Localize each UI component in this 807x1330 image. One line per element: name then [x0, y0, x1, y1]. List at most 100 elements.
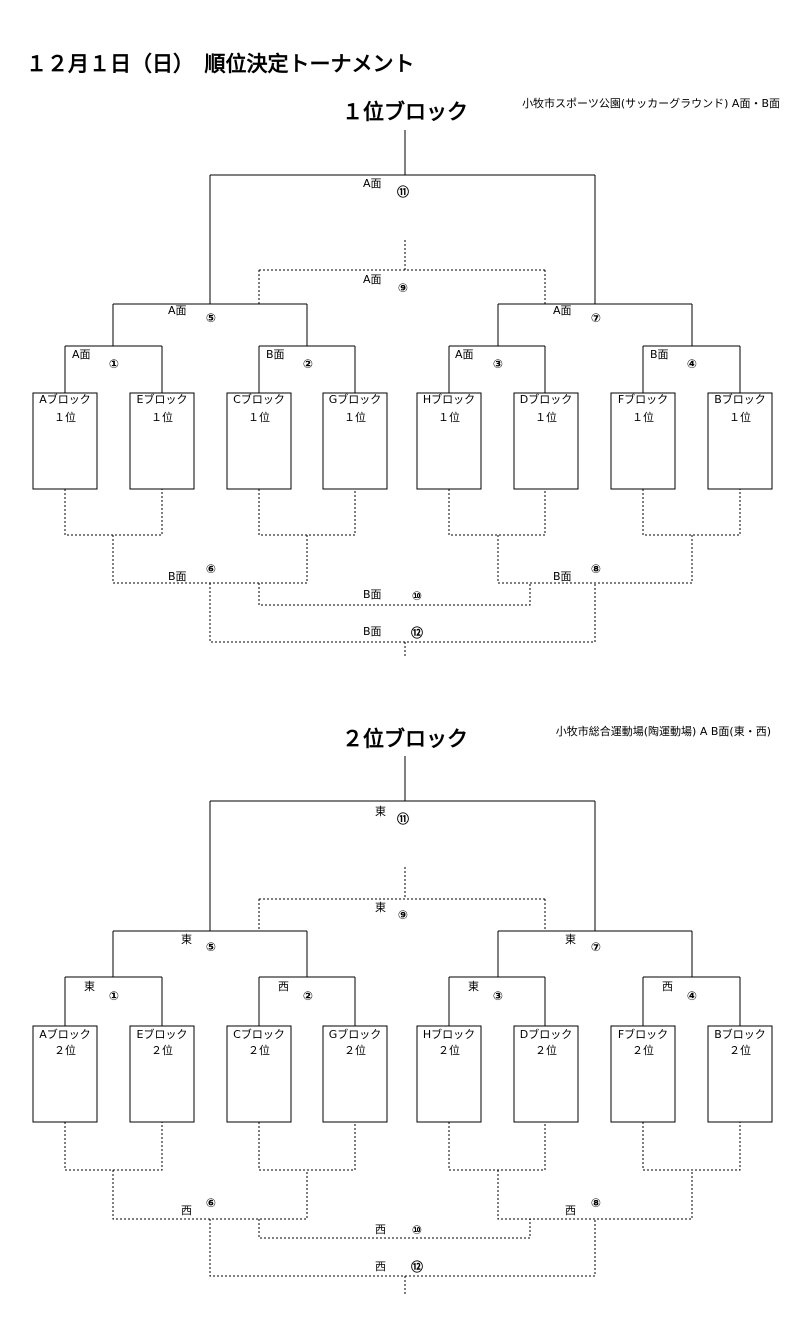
team-box — [513, 1025, 579, 1123]
team-box — [610, 392, 676, 490]
team-rank: ２位 — [438, 1043, 460, 1057]
team-block: Gブロック — [329, 392, 382, 406]
team-rank: １位 — [438, 410, 460, 424]
team-block: Aブロック — [39, 1027, 91, 1041]
bracket-diagram: ２位ブロック 小牧市総合運動場(陶運動場) A B面(東・西) Aブロック ２位… — [32, 724, 773, 1294]
team-block: Bブロック — [714, 1027, 766, 1041]
team-box — [416, 392, 482, 490]
team-rank: ２位 — [54, 1043, 76, 1057]
court-label: A面 — [168, 304, 187, 317]
match-number: ⑧ — [591, 562, 601, 576]
team-rank: ２位 — [535, 1043, 557, 1057]
page-title: １２月１日（日） 順位決定トーナメント — [26, 52, 415, 76]
court-label: A面 — [455, 348, 474, 361]
match-number: ② — [303, 357, 313, 371]
team-block: Aブロック — [39, 392, 91, 406]
team-box — [513, 392, 579, 490]
match-number: ⑧ — [591, 1196, 601, 1210]
team-box — [226, 1025, 292, 1123]
court-label: A面 — [72, 348, 91, 361]
team-box — [416, 1025, 482, 1123]
team-rank: ２位 — [151, 1043, 173, 1057]
team-rank: １位 — [54, 410, 76, 424]
match-number: ⑦ — [591, 311, 601, 325]
team-box — [32, 1025, 98, 1123]
match-number: ⑤ — [206, 311, 216, 325]
team-rank: １位 — [729, 410, 751, 424]
match-number: ⑦ — [591, 940, 601, 954]
team-block: Fブロック — [618, 392, 668, 406]
bracket-diagram: １位ブロック 小牧市スポーツ公園(サッカーグラウンド) A面・B面 Aブロック … — [32, 96, 780, 658]
match-number: ⑩ — [412, 1223, 422, 1237]
block-title: １位ブロック — [342, 100, 468, 124]
match-number: ② — [303, 989, 313, 1003]
match-number: ① — [109, 357, 119, 371]
match-number: ⑫ — [411, 625, 423, 640]
team-block: Gブロック — [329, 1027, 382, 1041]
winner-lines — [64, 756, 741, 1026]
team-box — [707, 392, 773, 490]
team-block: Hブロック — [423, 1027, 475, 1041]
court-label: 東 — [375, 805, 386, 818]
team-rank: １位 — [344, 410, 366, 424]
team-boxes — [32, 1025, 773, 1123]
team-rank: １位 — [151, 410, 173, 424]
match-number: ④ — [687, 989, 697, 1003]
team-box — [129, 392, 195, 490]
match-number: ③ — [493, 357, 503, 371]
match-number: ⑩ — [412, 589, 422, 603]
match-number: ⑪ — [397, 184, 409, 199]
court-label: 東 — [565, 933, 576, 946]
team-block: Eブロック — [137, 1027, 188, 1041]
match-number: ④ — [687, 357, 697, 371]
court-label: 西 — [375, 1260, 386, 1273]
team-box — [226, 392, 292, 490]
court-label: B面 — [650, 348, 669, 361]
team-block: Fブロック — [618, 1027, 668, 1041]
team-rank: １位 — [535, 410, 557, 424]
match-number: ⑪ — [397, 811, 409, 826]
team-box — [32, 392, 98, 490]
match-number: ③ — [493, 989, 503, 1003]
court-label: 西 — [662, 980, 673, 993]
court-label: A面 — [553, 304, 572, 317]
team-block: Cブロック — [233, 1027, 285, 1041]
team-block: Dブロック — [520, 392, 572, 406]
match-labels: 東 ① 西 ② 東 ③ 西 ④ 東 ⑤ 東 ⑦ 東 ⑨ 東 ⑪ 西 ⑥ 西 ⑧ … — [84, 805, 697, 1274]
court-label: 西 — [278, 980, 289, 993]
team-box — [610, 1025, 676, 1123]
team-rank: ２位 — [729, 1043, 751, 1057]
match-number: ⑨ — [398, 281, 408, 295]
court-label: 西 — [565, 1204, 576, 1217]
match-labels: A面 ① B面 ② A面 ③ B面 ④ A面 ⑤ A面 ⑦ A面 ⑨ A面 ⑪ … — [72, 177, 697, 640]
bracket-2nd-place: ２位ブロック 小牧市総合運動場(陶運動場) A B面(東・西) Aブロック ２位… — [0, 632, 807, 1330]
court-label: B面 — [168, 570, 187, 583]
match-number: ⑫ — [411, 1259, 423, 1274]
team-boxes — [32, 392, 773, 490]
court-label: A面 — [363, 273, 382, 286]
court-label: 西 — [375, 1223, 386, 1236]
court-label: B面 — [363, 588, 382, 601]
court-label: 東 — [468, 980, 479, 993]
match-number: ⑨ — [398, 908, 408, 922]
venue-label: 小牧市総合運動場(陶運動場) A B面(東・西) — [556, 724, 771, 738]
team-block: Hブロック — [423, 392, 475, 406]
court-label: B面 — [266, 348, 285, 361]
team-box — [707, 1025, 773, 1123]
match-number: ⑥ — [206, 1196, 216, 1210]
team-block: Dブロック — [520, 1027, 572, 1041]
court-label: 東 — [181, 933, 192, 946]
team-box — [129, 1025, 195, 1123]
team-rank: ２位 — [632, 1043, 654, 1057]
court-label: 東 — [375, 901, 386, 914]
team-box — [322, 1025, 388, 1123]
court-label: 西 — [181, 1204, 192, 1217]
team-block: Bブロック — [714, 392, 766, 406]
loser-lines — [64, 867, 741, 1294]
winner-lines — [64, 130, 741, 393]
court-label: A面 — [363, 177, 382, 190]
venue-label: 小牧市スポーツ公園(サッカーグラウンド) A面・B面 — [522, 96, 780, 110]
match-number: ⑤ — [206, 940, 216, 954]
team-rank: １位 — [632, 410, 654, 424]
team-rank: ２位 — [248, 1043, 270, 1057]
